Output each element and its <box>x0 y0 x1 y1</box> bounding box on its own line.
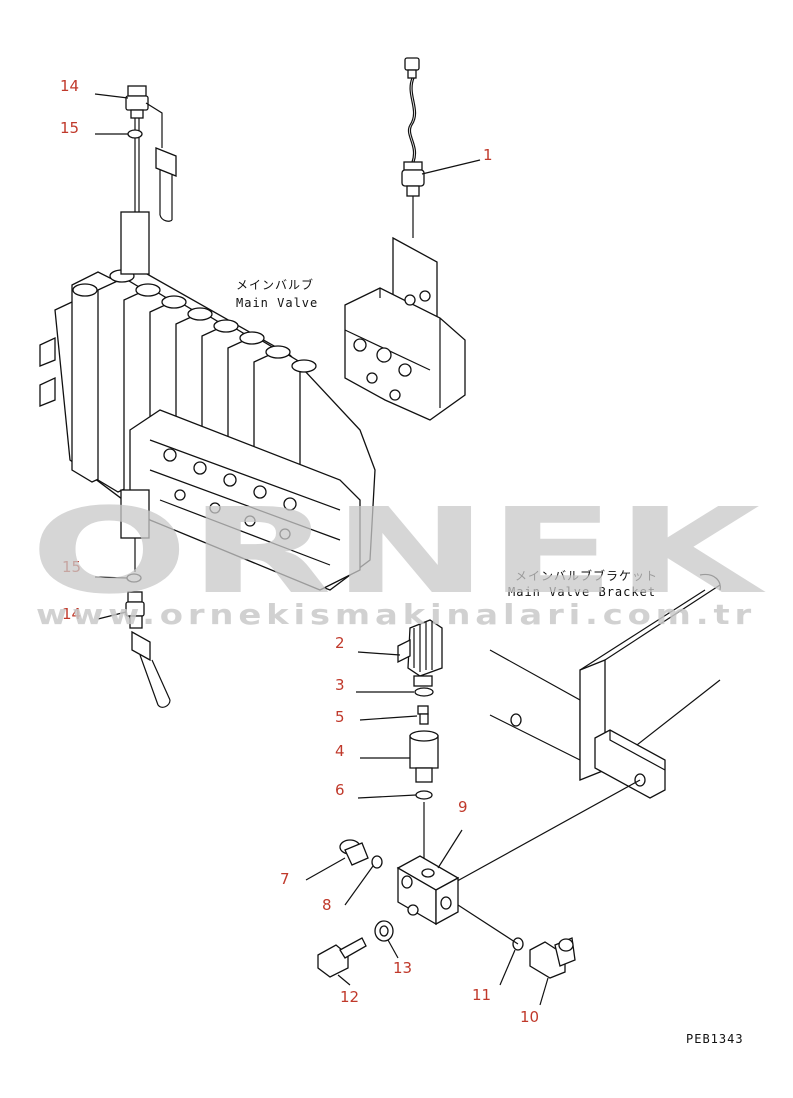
o-ring-part-6[interactable] <box>415 790 433 800</box>
leader-lines <box>94 93 549 1006</box>
main-valve-bracket <box>449 573 721 886</box>
fitting-part-14-lower[interactable] <box>125 538 171 708</box>
caption-main-valve-en: Main Valve <box>236 296 318 310</box>
label-part-9[interactable]: 9 <box>458 798 468 816</box>
elbow-fitting-part-10[interactable] <box>457 904 576 979</box>
label-part-4[interactable]: 4 <box>335 742 345 760</box>
label-part-7[interactable]: 7 <box>280 870 290 888</box>
label-part-14-lower[interactable]: 14 <box>62 605 81 623</box>
o-ring-part-8[interactable] <box>371 855 383 869</box>
manifold-ports <box>163 448 297 540</box>
label-part-13[interactable]: 13 <box>393 959 412 977</box>
label-part-3[interactable]: 3 <box>335 676 345 694</box>
label-part-14-upper[interactable]: 14 <box>60 77 79 95</box>
main-valve-assembly <box>39 211 376 591</box>
pressure-sensor-part-1[interactable] <box>401 57 425 238</box>
label-part-11[interactable]: 11 <box>472 986 491 1004</box>
watermark-url: www.ornekismakinalari.com.tr <box>36 598 756 631</box>
part-labels: 14 15 1 15 14 2 3 5 4 6 9 7 8 13 12 11 1… <box>60 77 539 1026</box>
spool-caps <box>72 269 317 373</box>
label-part-2[interactable]: 2 <box>335 634 345 652</box>
orifice-part-5[interactable] <box>417 705 429 725</box>
o-ring-part-3[interactable] <box>414 687 434 697</box>
label-part-10[interactable]: 10 <box>520 1008 539 1026</box>
watermark: ORNEK www.ornekismakinalari.com.tr <box>30 482 767 631</box>
label-part-15-lower[interactable]: 15 <box>62 558 81 576</box>
watermark-brand: ORNEK <box>30 482 767 620</box>
caption-bracket-en: Main Valve Bracket <box>508 585 656 599</box>
captions: メインバルブ Main Valve メインバルブブラケット Main Valve… <box>236 277 744 1046</box>
label-part-1[interactable]: 1 <box>483 146 493 164</box>
o-ring-part-15-upper[interactable] <box>127 129 143 139</box>
fitting-part-14-upper[interactable] <box>125 85 177 222</box>
label-part-8[interactable]: 8 <box>322 896 332 914</box>
label-part-15-upper[interactable]: 15 <box>60 119 79 137</box>
bolt-part-12[interactable] <box>317 937 367 978</box>
pilot-valve-block <box>344 236 466 421</box>
connector-block-part-9[interactable] <box>396 802 460 926</box>
caption-bracket-jp: メインバルブブラケット <box>515 568 658 583</box>
plug-part-7[interactable] <box>339 839 369 866</box>
caption-main-valve-jp: メインバルブ <box>236 277 314 292</box>
washer-part-13[interactable] <box>374 920 394 942</box>
adapter-part-4[interactable] <box>409 730 439 783</box>
label-part-6[interactable]: 6 <box>335 781 345 799</box>
valve-top-plate <box>120 211 150 275</box>
drawing-code: PEB1343 <box>686 1032 744 1046</box>
label-part-5[interactable]: 5 <box>335 708 345 726</box>
tee-fitting-part-2[interactable] <box>397 619 443 687</box>
label-part-12[interactable]: 12 <box>340 988 359 1006</box>
